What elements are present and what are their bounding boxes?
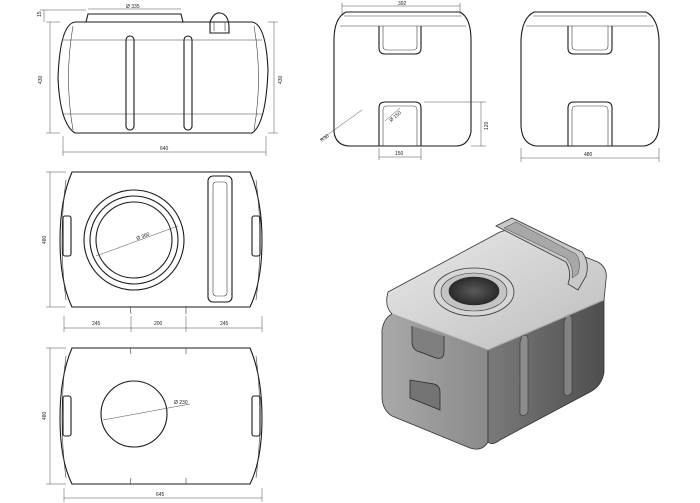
- side-notch-height-dim: 120: [484, 121, 490, 130]
- front-height-right-dim: 430: [278, 75, 284, 84]
- side-view: 392 R30 Ø 150 120 150: [320, 1, 490, 160]
- bottom-length-dim: 645: [156, 492, 165, 498]
- front-height-left-dim: 430: [38, 75, 44, 84]
- side-notch-width-dim: 150: [395, 151, 404, 157]
- front-top-flange-dim: 15: [37, 11, 43, 17]
- top-width-dim: 480: [42, 235, 48, 244]
- front-length-dim: 640: [160, 146, 169, 152]
- bottom-width-dim: 480: [42, 411, 48, 420]
- bottom-view: 480 Ø 230 645: [42, 347, 263, 502]
- front-neck-diameter-dim: Ø 335: [126, 4, 140, 10]
- side-top-width-dim: 392: [398, 1, 407, 7]
- top-view: 480 Ø 360 245 200 245: [42, 171, 263, 332]
- isometric-render: [381, 217, 607, 450]
- side-radius-dim: R30: [320, 133, 331, 144]
- bottom-hole-diameter-dim: Ø 230: [174, 400, 188, 406]
- end-width-dim: 480: [584, 152, 593, 158]
- side-neck-diameter-dim: Ø 150: [388, 110, 402, 123]
- front-view: 15 Ø 335 430 430 640: [37, 4, 284, 156]
- top-hatch-diameter-dim: Ø 360: [136, 232, 151, 242]
- top-seg-mid-dim: 200: [154, 321, 163, 327]
- end-view: 480: [520, 11, 660, 162]
- top-seg-right-dim: 245: [220, 321, 229, 327]
- top-seg-left-dim: 245: [92, 321, 101, 327]
